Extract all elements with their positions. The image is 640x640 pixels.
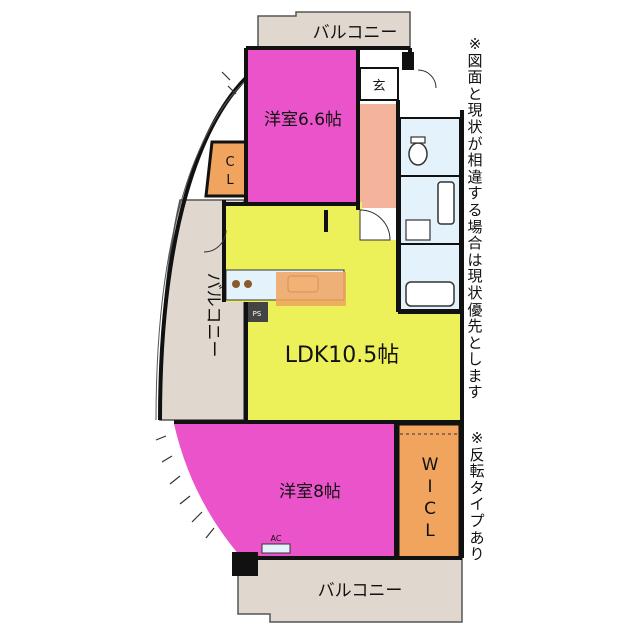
bedroom-north-label: 洋室6.6帖 [264,110,342,130]
ac-label: AC [271,534,282,543]
washroom [399,175,461,245]
washing-machine-icon [405,219,431,241]
ps-label: PS [253,310,262,318]
balcony-left-label: バルコニー [203,273,223,358]
balcony-top: バルコニー [257,11,411,49]
balcony-top-label: バルコニー [313,23,398,43]
wic-label-l: L [425,521,435,541]
balcony-bottom-label: バルコニー [318,581,403,601]
ac-unit [261,543,291,554]
stove-burner-icon [232,280,240,288]
bathtub-icon [405,281,455,307]
wic-label-w: W [422,455,439,475]
wic-label-i: I [427,477,432,497]
disclaimer-note: ※図面と現状が相違する場合は現状優先とします [467,35,483,402]
hallway [360,104,398,208]
closet-label-c: C [225,155,234,170]
bedroom-south: 洋室8帖 AC [174,424,394,556]
stove-burner-icon [244,280,252,288]
kitchen-floor [276,272,346,306]
doors [203,69,437,253]
closet-label-l: L [226,173,234,188]
wic-label-c: C [424,499,436,519]
washbasin-icon [437,181,455,225]
closet: C L [204,140,248,198]
toilet-icon [408,142,428,166]
reverse-type-note: ※反転タイプあり [469,429,485,564]
ldk-label: LDK10.5帖 [285,343,400,368]
entrance-label: 玄 [372,79,385,94]
structural-column [402,52,414,70]
bathroom [399,243,461,311]
curved-railing [155,79,247,421]
entrance: 玄 [359,67,399,101]
bedroom-north: 洋室6.6帖 [248,50,358,207]
toilet-room [399,117,461,177]
walk-in-closet: W I C L [396,422,462,560]
balcony-bottom: バルコニー [237,554,463,623]
bedroom-south-label: 洋室8帖 [279,482,341,502]
structural-column [232,552,258,576]
ldk: PS LDK10.5帖 [224,202,464,420]
walls [174,46,464,560]
ps-shaft [246,302,268,322]
window-ticks [155,71,237,539]
